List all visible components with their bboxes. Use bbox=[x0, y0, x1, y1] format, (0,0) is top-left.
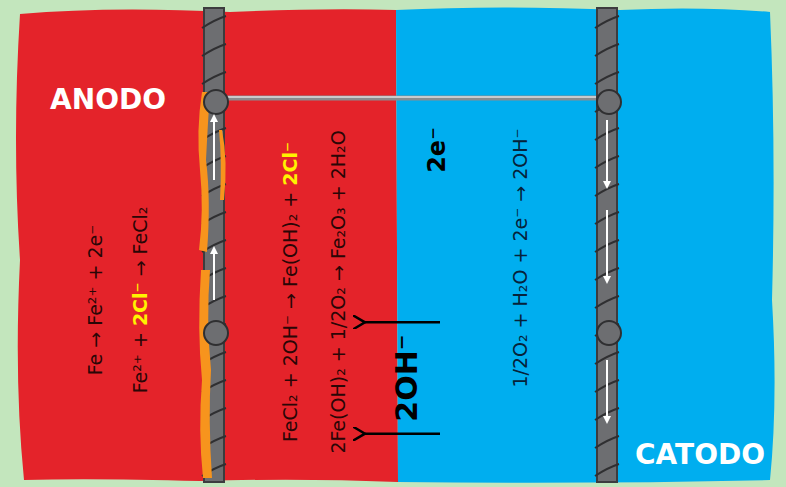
cathode-region: CATODO 1/2O₂ + H₂O + 2e⁻ → 2OH⁻ bbox=[395, 8, 770, 480]
electrode-label: CATODO bbox=[635, 440, 765, 471]
reaction: 2Fe(OH)₂ + 1/2O₂ → Fe₂O₃ + 2H₂O bbox=[328, 130, 349, 453]
anode-region: ANODO Fe → Fe²⁺ + 2e⁻ Fe²⁺ + 2Cl⁻ → FeCl₂ F… bbox=[18, 8, 395, 480]
electron-label: 2e⁻ bbox=[424, 127, 450, 173]
rust bbox=[219, 130, 226, 200]
electrode-label: ANODO bbox=[50, 85, 166, 116]
rebar-rib bbox=[202, 44, 226, 56]
rebar-rib bbox=[595, 464, 619, 476]
ion-flow-arrow bbox=[365, 322, 440, 433]
rebar-rib bbox=[595, 72, 619, 84]
rebar-rib bbox=[595, 44, 619, 56]
rust bbox=[198, 92, 210, 252]
reaction: FeCl₂ + 2OH⁻ → Fe(OH)₂ + 2Cl⁻ bbox=[280, 142, 301, 442]
electron-flow-arrow bbox=[606, 210, 608, 280]
electron-flow-arrow bbox=[606, 120, 608, 185]
wire-highlight bbox=[214, 96, 607, 98]
bar-joint bbox=[204, 321, 228, 345]
bar-joint bbox=[204, 90, 228, 114]
ion-flow-line bbox=[365, 321, 440, 324]
reaction: 1/2O₂ + H₂O + 2e⁻ → 2OH⁻ bbox=[510, 128, 531, 387]
rebar-rib bbox=[202, 72, 226, 84]
wire bbox=[214, 96, 607, 101]
rebar-rib bbox=[595, 436, 619, 448]
rust bbox=[199, 270, 212, 478]
ion-flow-label: 2OH⁻ bbox=[390, 334, 423, 421]
anode-region bbox=[16, 9, 398, 482]
rebar-rib bbox=[202, 16, 226, 28]
rebar-ribs bbox=[202, 16, 619, 476]
rebar-rib bbox=[595, 16, 619, 28]
bar-joint bbox=[597, 321, 621, 345]
bar-joint bbox=[597, 90, 621, 114]
cathode-region bbox=[396, 8, 775, 483]
rebar-rib bbox=[595, 184, 619, 196]
electron-flow-arrow bbox=[213, 118, 215, 180]
rebar-rib bbox=[595, 296, 619, 308]
reaction: Fe²⁺ + 2Cl⁻ → FeCl₂ bbox=[130, 207, 151, 394]
reaction: Fe → Fe²⁺ + 2e⁻ bbox=[85, 225, 106, 376]
electron-flow-arrow bbox=[213, 250, 215, 300]
ion-flow-line bbox=[365, 432, 440, 435]
electron-flow-arrow bbox=[606, 360, 608, 420]
